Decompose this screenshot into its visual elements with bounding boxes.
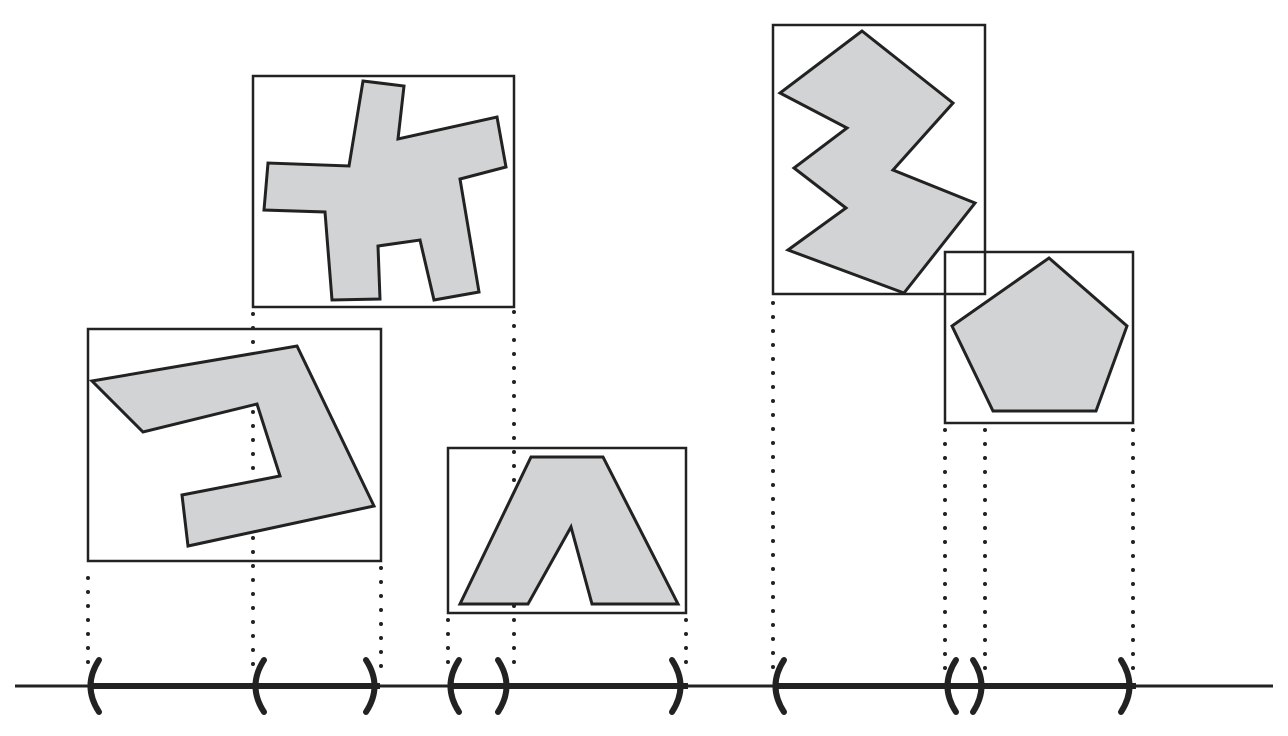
open-bracket-cross xyxy=(252,657,267,715)
hook-object xyxy=(86,327,383,563)
zigzag-shape xyxy=(777,29,978,295)
interval-brackets xyxy=(87,657,1133,715)
close-bracket-cross xyxy=(495,657,510,715)
arch-object xyxy=(446,446,688,615)
close-bracket-pentagon xyxy=(1118,657,1133,715)
close-bracket-zigzag xyxy=(970,657,985,715)
hook-shape xyxy=(88,344,377,548)
hook-bounding-box xyxy=(86,327,383,563)
close-bracket-arch xyxy=(669,657,684,715)
zigzag-bounding-box xyxy=(771,23,987,296)
cross-bounding-box xyxy=(251,74,516,309)
open-bracket-hook xyxy=(87,657,102,715)
open-bracket-pentagon xyxy=(944,657,959,715)
pentagon-object xyxy=(943,250,1135,425)
arch-bounding-box xyxy=(446,446,688,615)
zigzag-object xyxy=(771,23,987,296)
cross-shape xyxy=(262,79,508,302)
projection-lines xyxy=(86,301,1135,672)
open-bracket-zigzag xyxy=(772,657,787,715)
close-bracket-hook xyxy=(363,657,378,715)
arch-shape xyxy=(457,455,681,606)
cross-object xyxy=(251,74,516,309)
pentagon-bounding-box xyxy=(943,250,1135,425)
open-bracket-arch xyxy=(447,657,462,715)
pentagon-shape xyxy=(950,256,1129,413)
